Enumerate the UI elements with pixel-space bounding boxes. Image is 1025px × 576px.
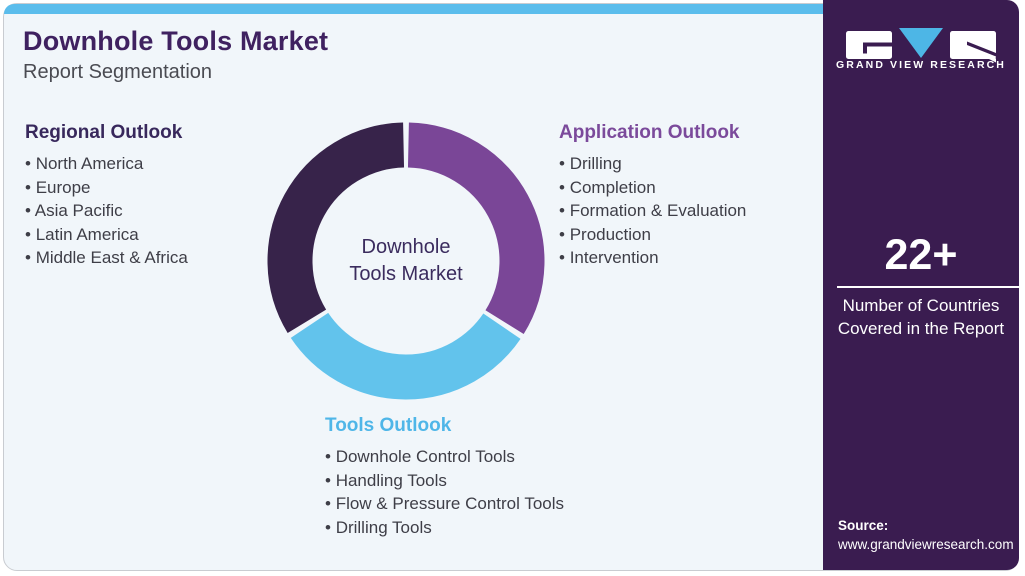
tools-outlook-section: Tools Outlook Downhole Control ToolsHand… — [325, 415, 564, 539]
list-item: Drilling — [559, 152, 746, 176]
stat-divider — [837, 286, 1019, 288]
gvr-logo-icon — [823, 27, 1019, 67]
list-item: Downhole Control Tools — [325, 445, 564, 469]
stat-caption-line2: Covered in the Report — [837, 319, 1005, 338]
list-item: Intervention — [559, 246, 746, 270]
source-label: Source: — [838, 518, 889, 533]
stat-caption-line1: Number of Countries — [842, 296, 1000, 315]
donut-center-label: Downhole Tools Market — [261, 116, 551, 406]
regional-outlook-section: Regional Outlook North AmericaEuropeAsia… — [25, 122, 188, 270]
header: Downhole Tools Market Report Segmentatio… — [23, 26, 328, 84]
stat-value: 22+ — [884, 231, 958, 279]
list-item: Formation & Evaluation — [559, 199, 747, 223]
list-item: Asia Pacific — [25, 199, 188, 223]
list-item: Production — [559, 223, 746, 247]
list-item: North America — [25, 152, 188, 176]
countries-stat: 22+ Number of Countries Covered in the R… — [823, 232, 1019, 340]
page-subtitle: Report Segmentation — [23, 61, 213, 83]
tools-outlook-list: Downhole Control ToolsHandling ToolsFlow… — [325, 445, 564, 539]
list-item: Europe — [25, 176, 188, 200]
stat-caption: Number of Countries Covered in the Repor… — [823, 294, 1019, 340]
brand-name: GRAND VIEW RESEARCH — [836, 59, 1006, 71]
list-item: Middle East & Africa — [25, 246, 188, 270]
application-outlook-list: DrillingCompletionFormation & Evaluation… — [559, 152, 747, 270]
source-block: Source: www.grandviewresearch.com — [838, 516, 1014, 554]
list-item: Handling Tools — [325, 469, 564, 493]
brand-sidebar: GRAND VIEW RESEARCH 22+ Number of Countr… — [823, 0, 1019, 570]
donut-segment-application-outlook — [407, 122, 545, 334]
donut-segment-regional-outlook — [267, 122, 405, 333]
donut-segment-tools-outlook — [290, 312, 521, 400]
donut-center-label-line2: Tools Market — [349, 263, 463, 285]
list-item: Completion — [559, 176, 746, 200]
list-item: Latin America — [25, 223, 188, 247]
application-outlook-section: Application Outlook DrillingCompletionFo… — [559, 122, 746, 270]
top-accent-bar — [4, 4, 824, 14]
list-item: Flow & Pressure Control Tools — [325, 492, 564, 516]
regional-outlook-heading: Regional Outlook — [25, 122, 183, 143]
regional-outlook-list: North AmericaEuropeAsia PacificLatin Ame… — [25, 152, 188, 270]
list-item: Drilling Tools — [325, 516, 564, 540]
donut-chart: Downhole Tools Market — [261, 116, 551, 406]
donut-center-label-line1: Downhole — [361, 236, 451, 258]
application-outlook-heading: Application Outlook — [559, 122, 740, 143]
donut-rings — [267, 122, 545, 400]
page-title: Downhole Tools Market — [23, 26, 329, 56]
tools-outlook-heading: Tools Outlook — [325, 415, 452, 436]
source-url: www.grandviewresearch.com — [838, 537, 1014, 552]
